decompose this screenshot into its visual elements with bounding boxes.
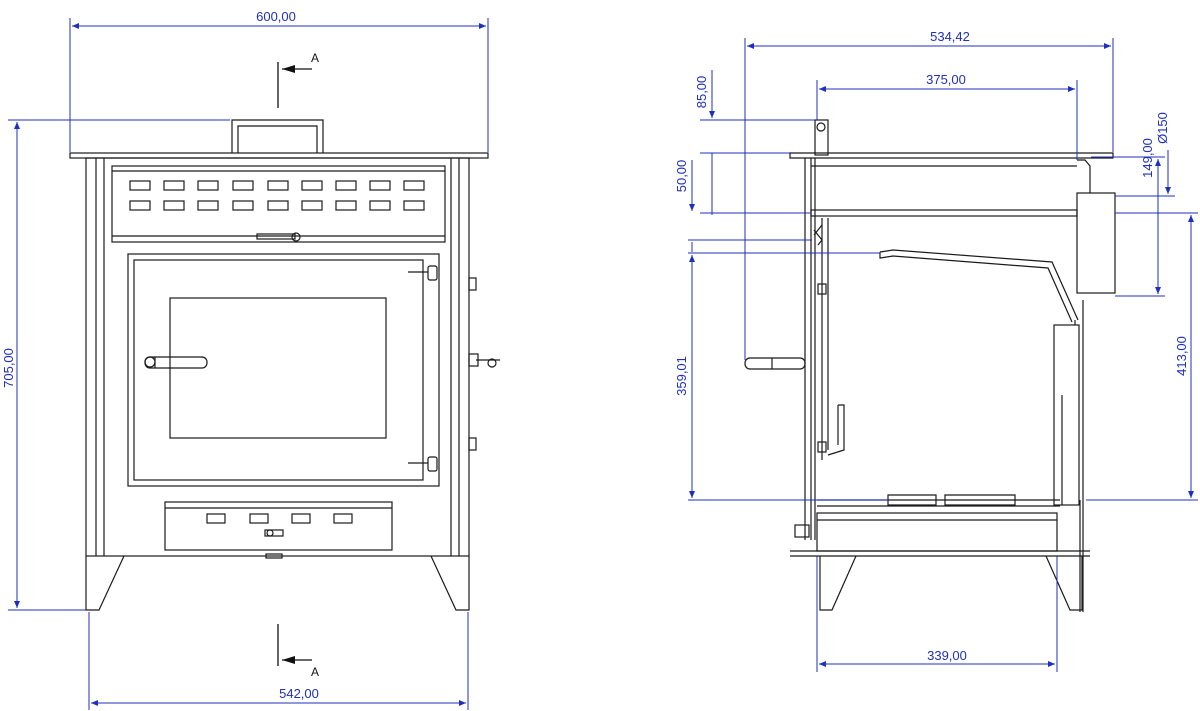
- flue-stub: [814, 119, 829, 156]
- left-leg: [85, 555, 125, 611]
- ash-drawer: [164, 501, 393, 551]
- side-knobs: [468, 277, 500, 451]
- back-wall: [1053, 324, 1080, 506]
- side-right-leg: [1045, 555, 1083, 611]
- dim-705: 705,00: [1, 348, 16, 388]
- front-dimensions: [8, 18, 489, 710]
- top-plate: [69, 152, 489, 159]
- side-handle: [744, 357, 806, 370]
- ash-drawer-slots: [206, 513, 353, 524]
- section-label-top: A: [311, 51, 319, 65]
- side-left-leg: [819, 555, 857, 611]
- section-label-bottom: A: [311, 665, 319, 679]
- dim-375: 375,00: [926, 72, 966, 87]
- damper-slider: [256, 233, 296, 240]
- vent-slots: [129, 180, 425, 211]
- stove-body: [85, 157, 470, 557]
- dim-339: 339,00: [927, 648, 967, 663]
- deflector: [879, 249, 1079, 323]
- vent-panel: [111, 165, 446, 243]
- dim-149: 149,00: [1140, 138, 1155, 178]
- dim-diameter-150: Ø150: [1155, 112, 1170, 144]
- top-handle: [231, 119, 324, 153]
- dim-600: 600,00: [256, 9, 296, 24]
- dim-50: 50,00: [674, 160, 689, 193]
- side-dimensions: [688, 38, 1198, 672]
- section-markers: [277, 62, 312, 666]
- dim-85: 85,00: [694, 76, 709, 109]
- fire-door-frame: [127, 253, 440, 487]
- door-handle: [144, 356, 208, 369]
- right-leg: [430, 555, 470, 611]
- side-view: [744, 119, 1116, 612]
- baffle-plate: [810, 209, 1078, 217]
- rear-outlet: [1076, 192, 1116, 294]
- dim-534-42: 534,42: [930, 29, 970, 44]
- dim-542: 542,00: [279, 686, 319, 701]
- side-top-plate: [789, 152, 1114, 159]
- front-view: [69, 119, 500, 611]
- dim-359-01: 359,01: [674, 356, 689, 396]
- ash-pan: [816, 512, 1058, 552]
- fire-door: [133, 259, 424, 481]
- dim-413: 413,00: [1174, 336, 1189, 376]
- door-hinges: [408, 265, 438, 472]
